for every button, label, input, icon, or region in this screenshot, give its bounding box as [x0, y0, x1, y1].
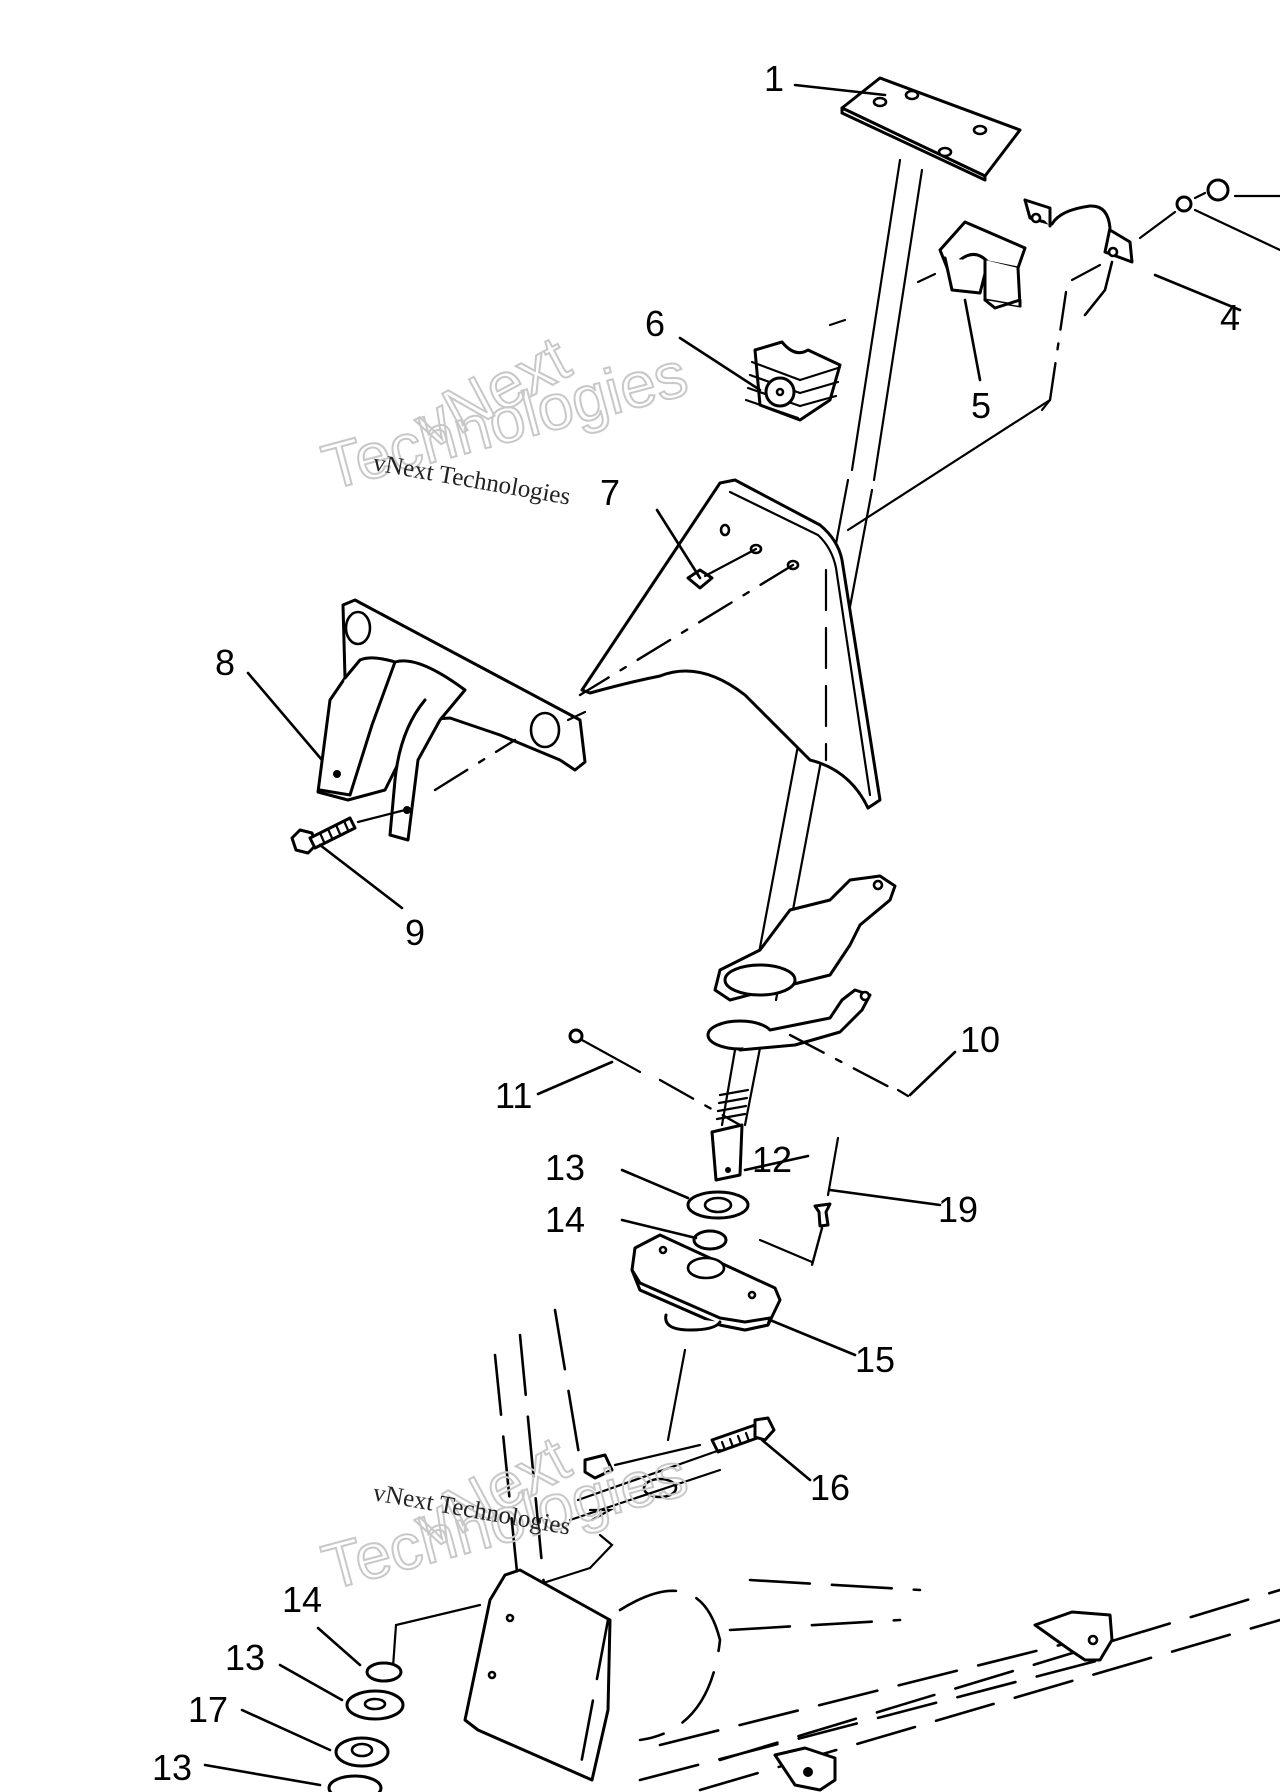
part-7-support-plate [578, 478, 882, 810]
part-15-bearing-block [630, 1233, 782, 1332]
callout-5: 5 [971, 385, 991, 426]
watermark-upper: Technologies vNext vNext Technologies [314, 321, 695, 511]
callout-14: 14 [545, 1199, 585, 1240]
part-10-cotter-pin [788, 1033, 910, 1098]
callout-10: 10 [960, 1019, 1000, 1060]
part-5-bushing [916, 220, 1027, 310]
callout-4: 4 [1220, 297, 1240, 338]
part-9-bolt [290, 808, 407, 855]
lower-stack [327, 1603, 482, 1792]
callout-16: 16 [810, 1467, 850, 1508]
callout-lower-13b: 13 [152, 1747, 192, 1788]
part-6-bushing [744, 318, 847, 422]
callout-1: 1 [764, 58, 784, 99]
callout-12: 12 [752, 1139, 792, 1180]
callout-7: 7 [600, 472, 620, 513]
steering-arm [706, 874, 897, 1182]
part-4-clamp [846, 178, 1280, 532]
callout-lower-17: 17 [188, 1689, 228, 1730]
upper-o-ring-14 [692, 1229, 728, 1251]
callout-6: 6 [645, 303, 665, 344]
part-19-rivet [758, 1136, 840, 1267]
callout-lower-14: 14 [282, 1579, 322, 1620]
callout-9: 9 [405, 912, 425, 953]
part-11-pin [568, 1028, 742, 1127]
callouts: 1 4 5 6 7 8 9 10 11 12 13 14 15 16 19 14… [152, 58, 1240, 1788]
callout-19: 19 [938, 1189, 978, 1230]
callout-15: 15 [855, 1339, 895, 1380]
callout-lower-13a: 13 [225, 1637, 265, 1678]
leader-lines [203, 83, 1242, 1787]
part-16-bolt [583, 1348, 776, 1499]
callout-13: 13 [545, 1147, 585, 1188]
upper-washer-13 [686, 1190, 750, 1220]
callout-11: 11 [495, 1075, 532, 1116]
part-8-bracket [316, 598, 587, 842]
chassis-phantom [463, 1308, 1280, 1792]
callout-8: 8 [215, 642, 235, 683]
